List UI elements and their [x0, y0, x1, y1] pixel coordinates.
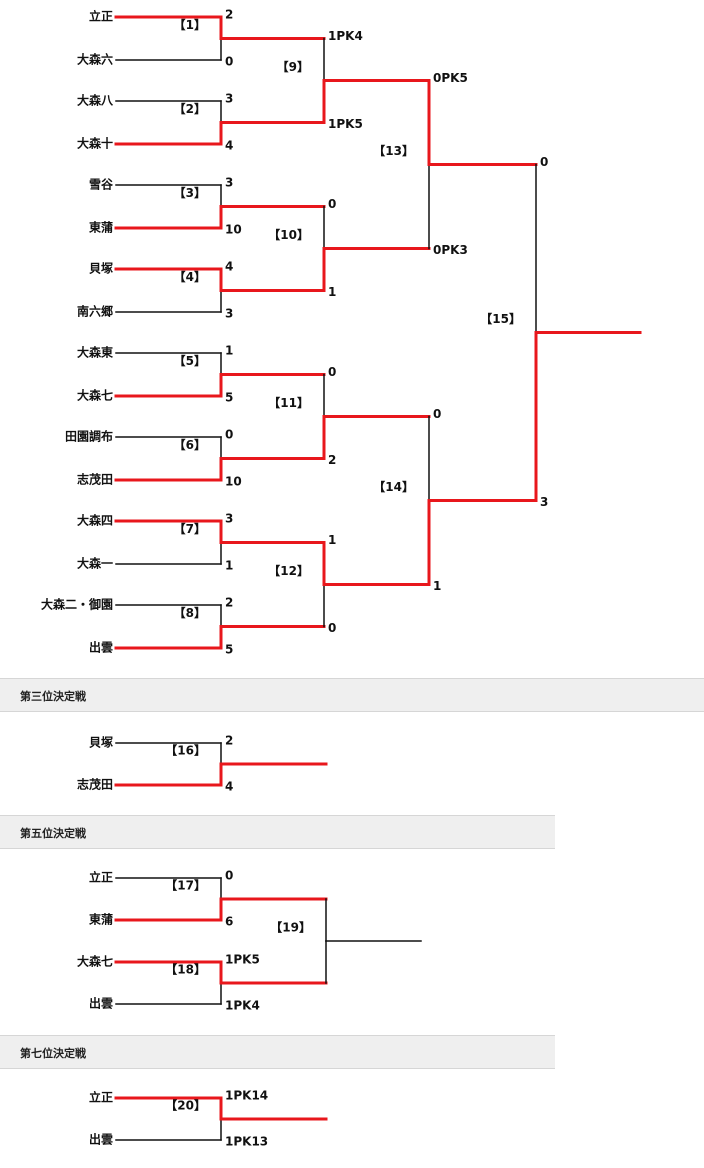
score-label: 3: [225, 512, 233, 526]
team-name: 大森一: [77, 556, 113, 571]
score-label: 5: [225, 391, 233, 405]
score-label: 2: [225, 734, 233, 748]
score-label: 2: [225, 8, 233, 22]
score-label: 1PK4: [328, 29, 363, 43]
match-number: 【7】: [174, 521, 206, 536]
team-name: 立正: [89, 9, 113, 24]
team-name: 大森七: [77, 388, 113, 403]
match-number: 【16】: [165, 743, 206, 758]
match-number: 【4】: [174, 269, 206, 284]
match-number: 【19】: [270, 920, 311, 935]
score-label: 0: [328, 621, 336, 635]
team-name: 出雲: [89, 996, 113, 1011]
match-number: 【17】: [165, 878, 206, 893]
score-label: 1: [225, 559, 233, 573]
score-label: 1: [433, 579, 441, 593]
seventh-place-title: 第七位決定戦: [20, 1047, 86, 1060]
match-number: 【2】: [174, 101, 206, 116]
match-number: 【15】: [480, 311, 521, 326]
score-label: 1: [225, 344, 233, 358]
score-label: 1PK5: [225, 953, 260, 967]
team-name: 雪谷: [89, 177, 114, 192]
team-name: 立正: [89, 870, 113, 885]
score-label: 1PK5: [328, 117, 363, 131]
match-number: 【20】: [165, 1098, 206, 1113]
team-name: 大森東: [77, 345, 113, 360]
score-label: 3: [225, 92, 233, 106]
team-name: 大森十: [77, 136, 113, 151]
score-label: 4: [225, 139, 233, 153]
score-label: 0: [540, 155, 548, 169]
score-label: 1PK14: [225, 1089, 268, 1103]
match-number: 【14】: [373, 479, 414, 494]
score-label: 0: [328, 197, 336, 211]
score-label: 1PK4: [225, 999, 260, 1013]
match-number: 【3】: [174, 185, 206, 200]
team-name: 東蒲: [89, 220, 113, 235]
match-number: 【13】: [373, 143, 414, 158]
team-name: 貝塚: [89, 736, 113, 750]
third-place-header: 第三位決定戦: [0, 678, 704, 712]
team-name: 貝塚: [89, 262, 113, 276]
seventh-place-header: 第七位決定戦: [0, 1035, 555, 1069]
match-number: 【18】: [165, 962, 206, 977]
match-number: 【1】: [174, 17, 206, 32]
match-number: 【9】: [277, 59, 309, 74]
score-label: 4: [225, 780, 233, 794]
score-label: 0: [225, 55, 233, 69]
score-label: 10: [225, 475, 242, 489]
team-name: 出雲: [89, 1132, 113, 1147]
match-number: 【8】: [174, 605, 206, 620]
team-name: 志茂田: [77, 777, 113, 792]
team-name: 田園調布: [65, 429, 113, 444]
match-number: 【5】: [174, 353, 206, 368]
score-label: 0: [225, 869, 233, 883]
score-label: 2: [225, 596, 233, 610]
team-name: 大森八: [77, 93, 114, 108]
score-label: 0PK3: [433, 243, 468, 257]
score-label: 0: [225, 428, 233, 442]
team-name: 出雲: [89, 640, 113, 655]
score-label: 3: [540, 495, 548, 509]
team-name: 大森二・御園: [41, 597, 113, 612]
match-number: 【11】: [268, 395, 309, 410]
score-label: 3: [225, 176, 233, 190]
fifth-place-header: 第五位決定戦: [0, 815, 555, 849]
team-name: 大森四: [77, 513, 113, 528]
score-label: 0PK5: [433, 71, 468, 85]
team-name: 南六郷: [77, 304, 113, 319]
score-label: 5: [225, 643, 233, 657]
score-label: 1: [328, 533, 336, 547]
third-place-title: 第三位決定戦: [20, 690, 86, 703]
match-number: 【10】: [268, 227, 309, 242]
match-number: 【6】: [174, 437, 206, 452]
score-label: 1PK13: [225, 1135, 268, 1149]
team-name: 大森六: [77, 52, 113, 67]
score-label: 2: [328, 453, 336, 467]
score-label: 6: [225, 915, 233, 929]
score-label: 3: [225, 307, 233, 321]
score-label: 10: [225, 223, 242, 237]
team-name: 東蒲: [89, 912, 113, 927]
team-name: 志茂田: [77, 472, 113, 487]
team-name: 大森七: [77, 954, 113, 969]
fifth-place-title: 第五位決定戦: [20, 827, 86, 840]
score-label: 0: [433, 407, 441, 421]
score-label: 4: [225, 260, 233, 274]
score-label: 0: [328, 365, 336, 379]
match-number: 【12】: [268, 563, 309, 578]
team-name: 立正: [89, 1090, 113, 1105]
score-label: 1: [328, 285, 336, 299]
